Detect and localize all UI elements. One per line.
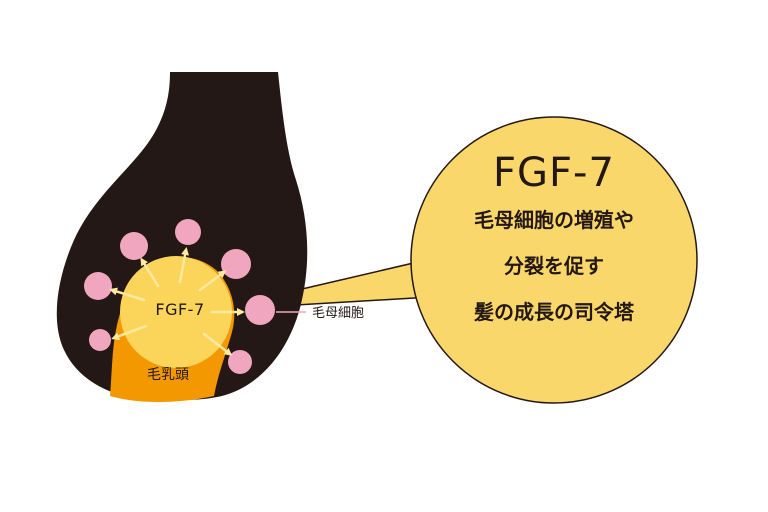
signal-arrow	[202, 332, 233, 356]
hair-matrix-cell	[120, 232, 148, 260]
hair-matrix-cell	[228, 350, 252, 374]
dermal-papilla-label: 毛乳頭	[147, 367, 189, 383]
signal-arrow	[111, 324, 148, 340]
signal-arrow	[178, 247, 190, 284]
hair-matrix-cell	[245, 295, 275, 325]
callout-bubble	[410, 116, 698, 404]
hair-matrix-cell	[175, 219, 201, 245]
callout-line-2: 分裂を促す	[504, 254, 604, 278]
signal-arrow	[109, 287, 146, 302]
signal-arrow	[198, 270, 227, 292]
hair-matrix-cell-label: 毛母細胞	[312, 306, 365, 321]
signal-arrows	[109, 247, 245, 356]
fgf7-label: FGF-7	[155, 300, 205, 319]
hair-matrix-cell	[221, 249, 251, 279]
hair-matrix-cell	[84, 272, 112, 300]
callout-title: FGF-7	[493, 150, 615, 196]
callout-line-1: 毛母細胞の増殖や	[474, 208, 634, 232]
hair-matrix-cell	[89, 329, 111, 351]
fgf7-core	[120, 256, 232, 368]
callout-line-3: 髪の成長の司令塔	[474, 300, 634, 324]
signal-arrow	[140, 257, 160, 288]
